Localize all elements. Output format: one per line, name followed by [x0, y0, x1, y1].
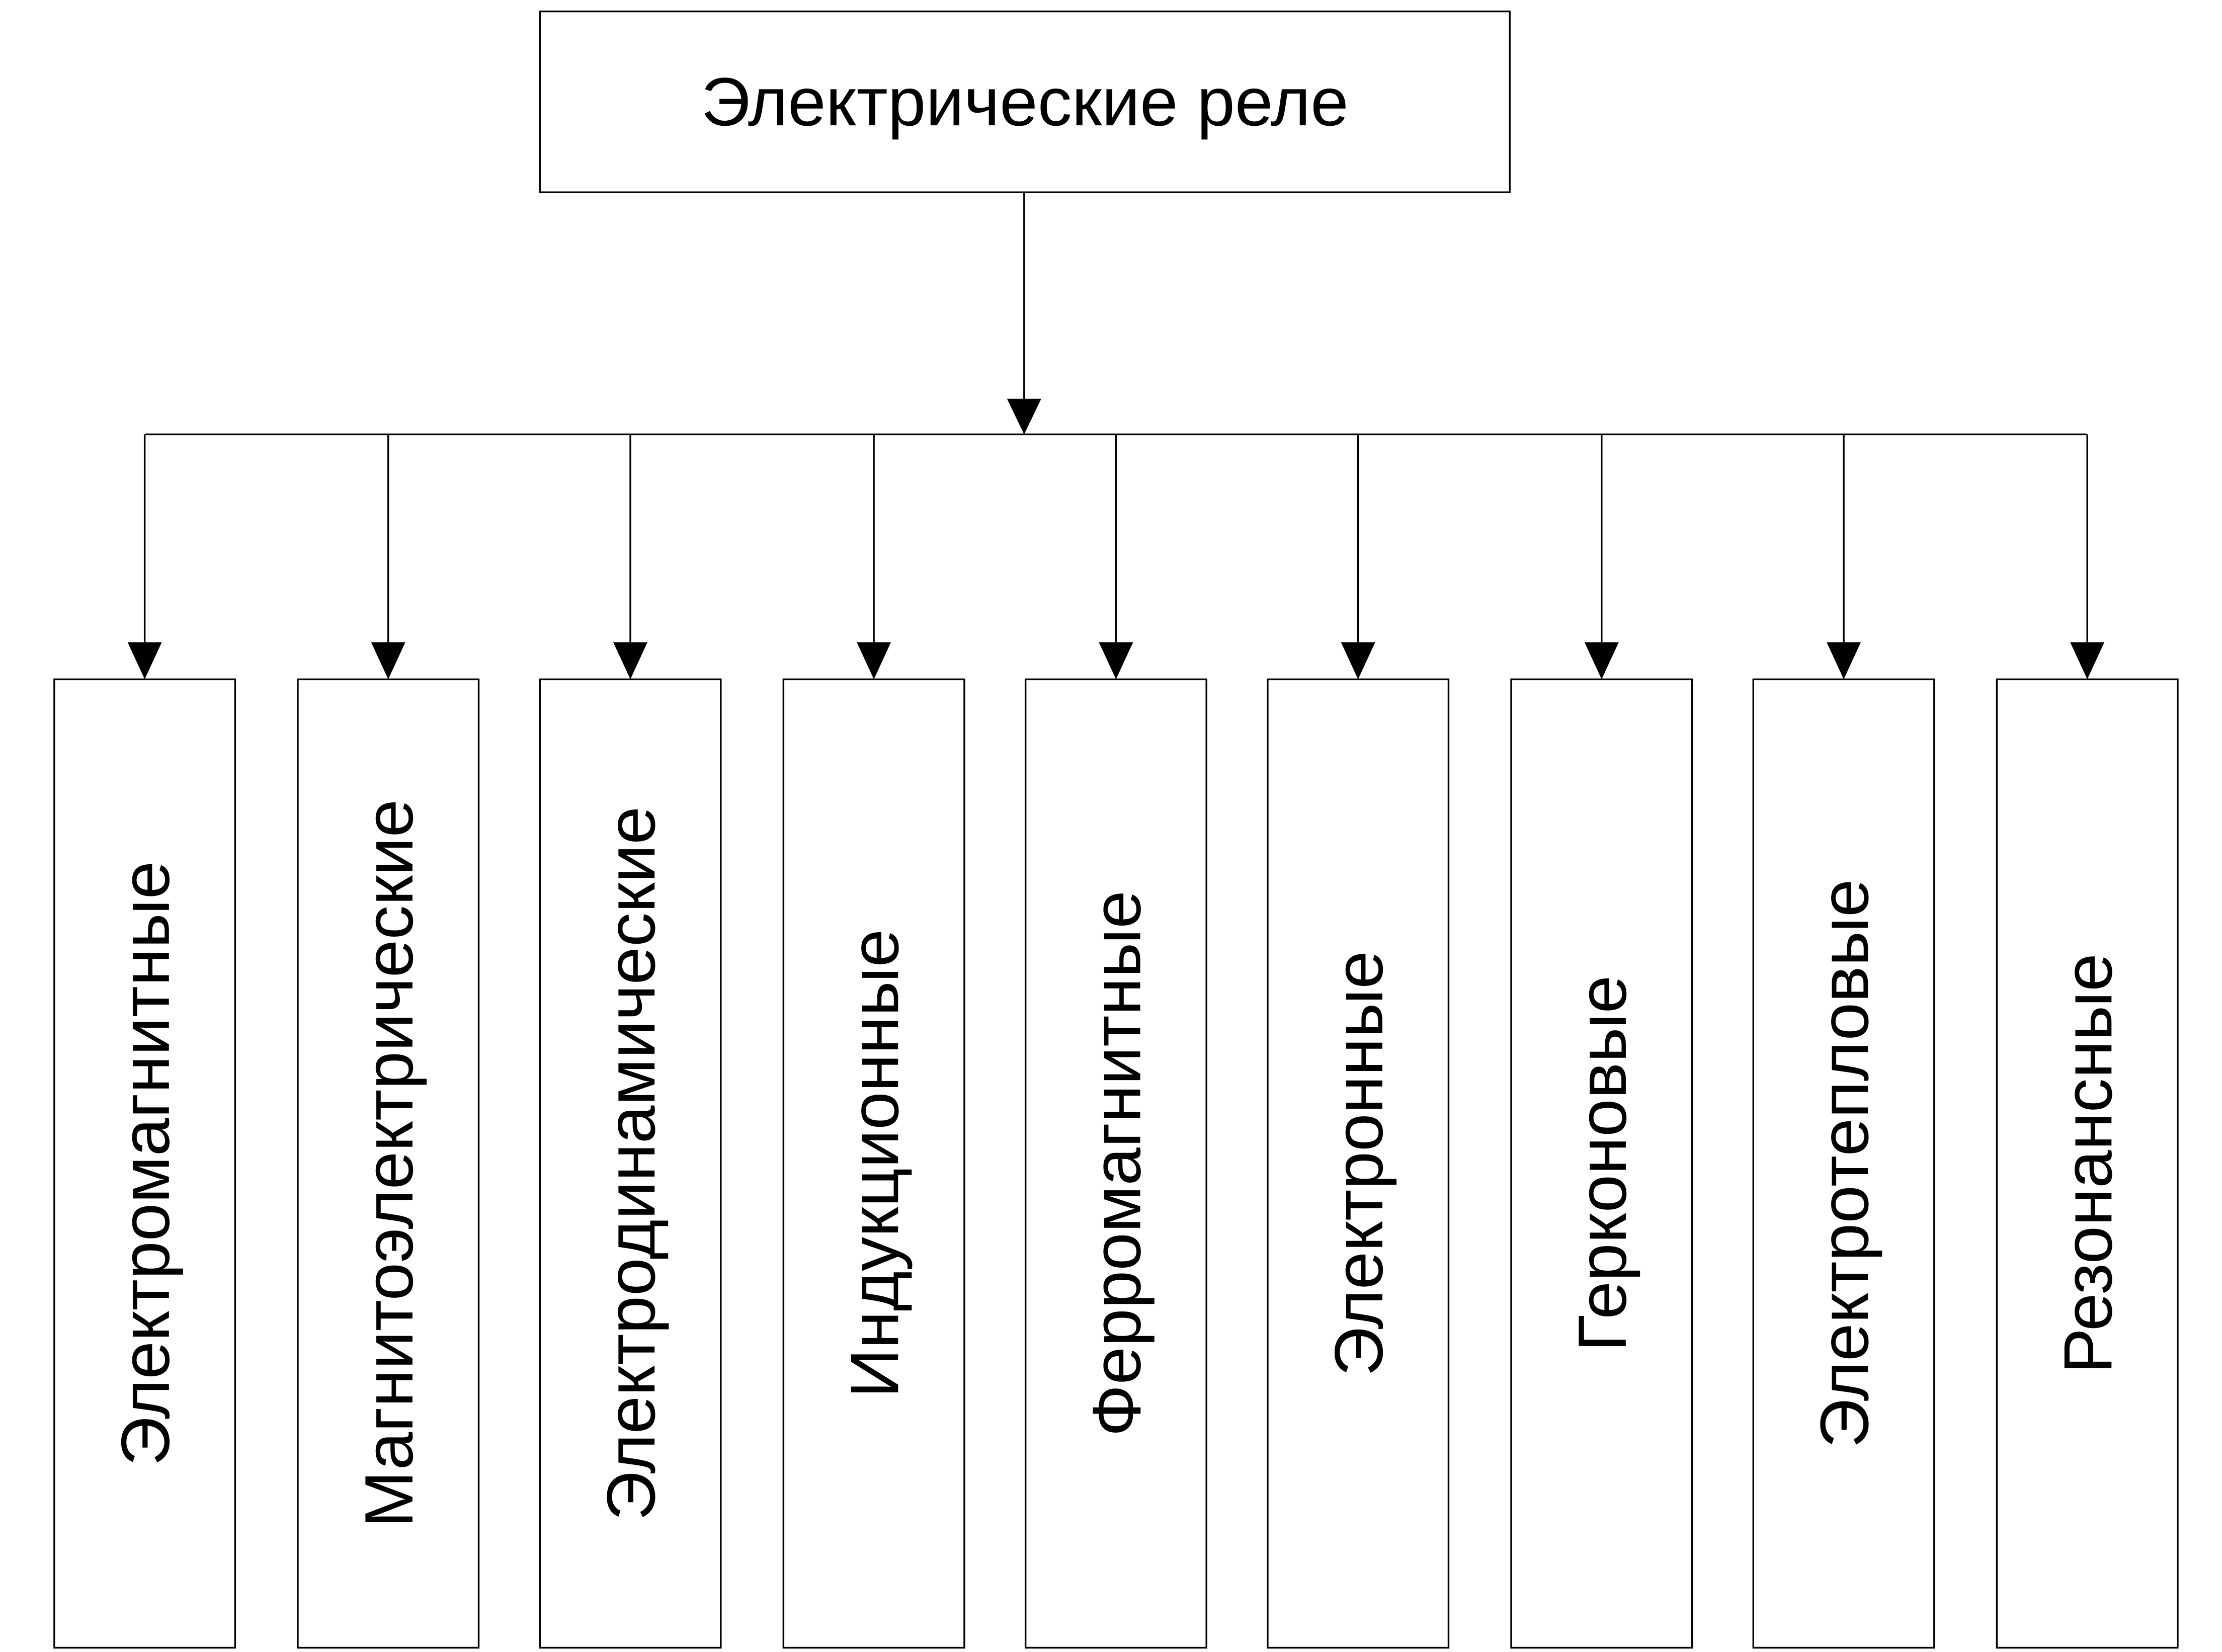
arrow-down-icon [613, 642, 647, 680]
arrow-down-icon [1341, 642, 1375, 680]
child-label: Электротепловые [1806, 879, 1882, 1448]
child-label: Электронные [1321, 951, 1397, 1376]
child-box [1024, 678, 1207, 1649]
arrow-down-icon [857, 642, 891, 680]
child-box [539, 678, 722, 1649]
root-label: Электрические реле [701, 63, 1349, 140]
child-label: Герконовые [1564, 975, 1640, 1352]
child-box [297, 678, 480, 1649]
child-node: Магнитоэлектрические [297, 434, 480, 1649]
child-box [782, 678, 965, 1649]
root-arrow-icon [1007, 398, 1041, 435]
child-node: Резонансные [1996, 434, 2179, 1649]
child-label: Магнитоэлектрические [351, 799, 427, 1528]
child-node: Электродинамические [539, 434, 722, 1649]
child-node: Индукционные [782, 434, 965, 1649]
arrow-down-icon [1827, 642, 1861, 680]
child-node: Электромагнитные [53, 434, 236, 1649]
child-nodes: Электромагнитные Магнитоэлектрические Элек… [53, 434, 2179, 1649]
child-box [1996, 678, 2179, 1649]
child-box [53, 678, 236, 1649]
root-node: Электрические реле [539, 10, 1511, 193]
arrow-down-icon [371, 642, 405, 680]
arrow-down-icon [2070, 642, 2105, 680]
child-box [1267, 678, 1450, 1649]
root-box [539, 10, 1511, 193]
child-label: Ферромагнитные [1079, 890, 1155, 1437]
child-label: Электромагнитные [107, 861, 184, 1466]
child-node: Электронные [1267, 434, 1450, 1649]
child-box [1752, 678, 1935, 1649]
arrow-down-icon [1584, 642, 1619, 680]
arrow-down-icon [127, 642, 162, 680]
child-node: Герконовые [1510, 434, 1693, 1649]
arrow-down-icon [1099, 642, 1133, 680]
child-node: Электротепловые [1752, 434, 1935, 1649]
child-label: Резонансные [2049, 953, 2126, 1373]
child-box [1510, 678, 1693, 1649]
child-node: Ферромагнитные [1024, 434, 1207, 1649]
child-label: Электродинамические [593, 806, 669, 1521]
child-label: Индукционные [836, 929, 913, 1398]
